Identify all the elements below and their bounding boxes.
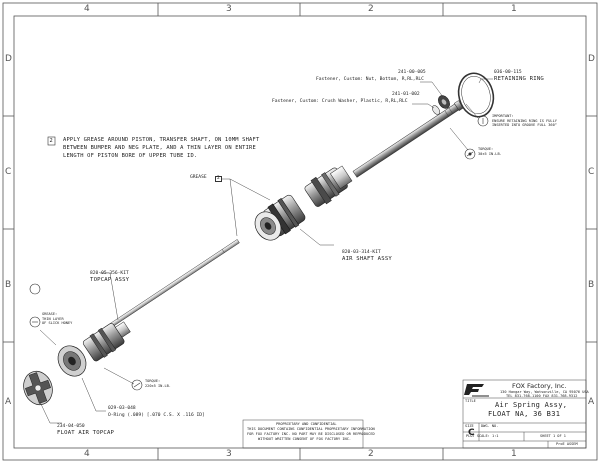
note-number-box	[47, 136, 56, 146]
float-air-topcap	[23, 370, 53, 406]
zone-row-b-left: B	[5, 280, 12, 290]
zone-row-a-right: A	[588, 397, 595, 407]
drawing-title-line-2: FLOAT NA, 36 B31	[488, 410, 561, 418]
callout-symbols	[29, 115, 489, 391]
nut-description: Fastener, Custom: Nut, Bottom, R,RL,RLC	[316, 77, 424, 82]
topcap-body	[82, 321, 131, 362]
note-number: 2	[49, 137, 53, 144]
grease-small-line-1: GREASE:	[42, 312, 58, 316]
zone-row-b-right: B	[588, 280, 595, 290]
note-line-3: LENGTH OF PISTON BORE OF UPPER TUBE ID.	[63, 153, 198, 159]
float-topcap-name: FLOAT AIR TOPCAP	[57, 430, 115, 436]
zone-row-d-right: D	[588, 54, 595, 64]
zone-col-2-bottom: 2	[368, 449, 374, 459]
zone-col-4-bottom: 4	[84, 449, 90, 459]
oring-description: O-Ring (.089) [.070 C.S. X .116 ID]	[108, 413, 205, 418]
crush-washer	[432, 105, 440, 115]
proprietary-line-1: PROPRIETARY AND CONFIDENTIAL	[276, 422, 337, 426]
ring-name: RETAINING RING	[494, 76, 544, 82]
size-label: SIZE	[465, 423, 474, 428]
torque-bottom-line-1: TORQUE:	[145, 379, 161, 383]
proprietary-line-4: WITHOUT WRITTEN CONSENT OF FOX FACTORY I…	[258, 437, 352, 441]
zone-row-a-left: A	[5, 397, 12, 407]
zone-row-c-right: C	[588, 167, 595, 177]
float-topcap-part-number: 234-04-050	[57, 424, 85, 429]
drawing-title-line-1: Air Spring Assy,	[495, 401, 568, 409]
company-address: 130 Hangar Way, Watsonville, CA 95076 US…	[500, 390, 589, 394]
washer-part-number: 241-01-002	[392, 92, 420, 97]
leader-lines	[39, 78, 493, 424]
zone-row-c-left: C	[5, 167, 12, 177]
sheet-number: SHEET 1 OF 1	[540, 434, 566, 438]
grease-note-number: 2	[215, 175, 222, 183]
transfer-shaft	[96, 239, 240, 336]
important-line-3: INSERTED INTO GROOVE FULL 360°	[492, 123, 557, 127]
grease-small-line-2: THIN LAYER	[42, 316, 64, 321]
nut-part-number: 241-00-005	[398, 70, 426, 75]
company-phone: TEL 831-768-1100 FAX 831-768-9312	[506, 394, 578, 398]
retaining-ring	[457, 72, 495, 118]
title-block-lines	[242, 379, 587, 449]
note-line-2: BETWEEN BUMPER AND NEG PLATE, AND A THIN…	[63, 145, 256, 151]
torque-bottom-line-2: 220±5 IN.LB.	[145, 383, 171, 388]
proprietary-line-2: THIS DOCUMENT CONTAINS CONFIDENTIAL PROP…	[247, 427, 375, 431]
washer-description: Fastener, Custom: Crush Washer, Plastic,…	[272, 99, 408, 104]
zone-col-3-top: 3	[226, 4, 232, 14]
title-label: TITLE	[465, 399, 476, 403]
zone-row-d-left: D	[5, 54, 12, 64]
important-line-1: IMPORTANT:	[492, 114, 514, 118]
zone-col-1-top: 1	[511, 4, 517, 14]
upper-shaft	[352, 100, 464, 178]
plot-scale: PLOT SCALE: 1:1	[466, 434, 499, 438]
torque-top-line-1: TORQUE:	[478, 147, 494, 151]
zone-col-1-bottom: 1	[511, 449, 517, 459]
zone-col-3-bottom: 3	[226, 449, 232, 459]
company-name: FOX Factory, Inc.	[512, 382, 567, 390]
proprietary-line-3: FOR FOX FACTORY INC. NO PART MAY BE DISC…	[247, 432, 375, 436]
grease-label: GREASE	[190, 175, 207, 180]
torque-top-line-2: 30±5 IN.LB.	[478, 151, 502, 156]
nut	[438, 95, 450, 109]
proe-assem: ProE ASSEM	[556, 442, 578, 446]
dwg-number-label: DWG. NO.	[481, 423, 499, 428]
fox-logo	[464, 384, 489, 397]
zone-col-4-top: 4	[84, 4, 90, 14]
topcap-part-number: 820-05-356-KIT	[90, 271, 129, 276]
size-value: C	[468, 427, 475, 438]
oring-part-number: 029-03-048	[108, 406, 136, 411]
topcap-name: TOPCAP ASSY	[90, 277, 130, 283]
air-shaft-part-number: 820-03-314-KIT	[342, 250, 381, 255]
upper-piston	[304, 165, 353, 207]
zone-col-2-top: 2	[368, 4, 374, 14]
note-line-1: APPLY GREASE AROUND PISTON, TRANSFER SHA…	[63, 137, 260, 143]
air-shaft-name: AIR SHAFT ASSY	[342, 256, 392, 262]
important-line-2: ENSURE RETAINING RING IS FULLY	[492, 118, 557, 123]
grease-small-line-3: OF SLICK HONEY	[42, 321, 73, 325]
ring-part-number: 036-00-115	[494, 70, 522, 75]
